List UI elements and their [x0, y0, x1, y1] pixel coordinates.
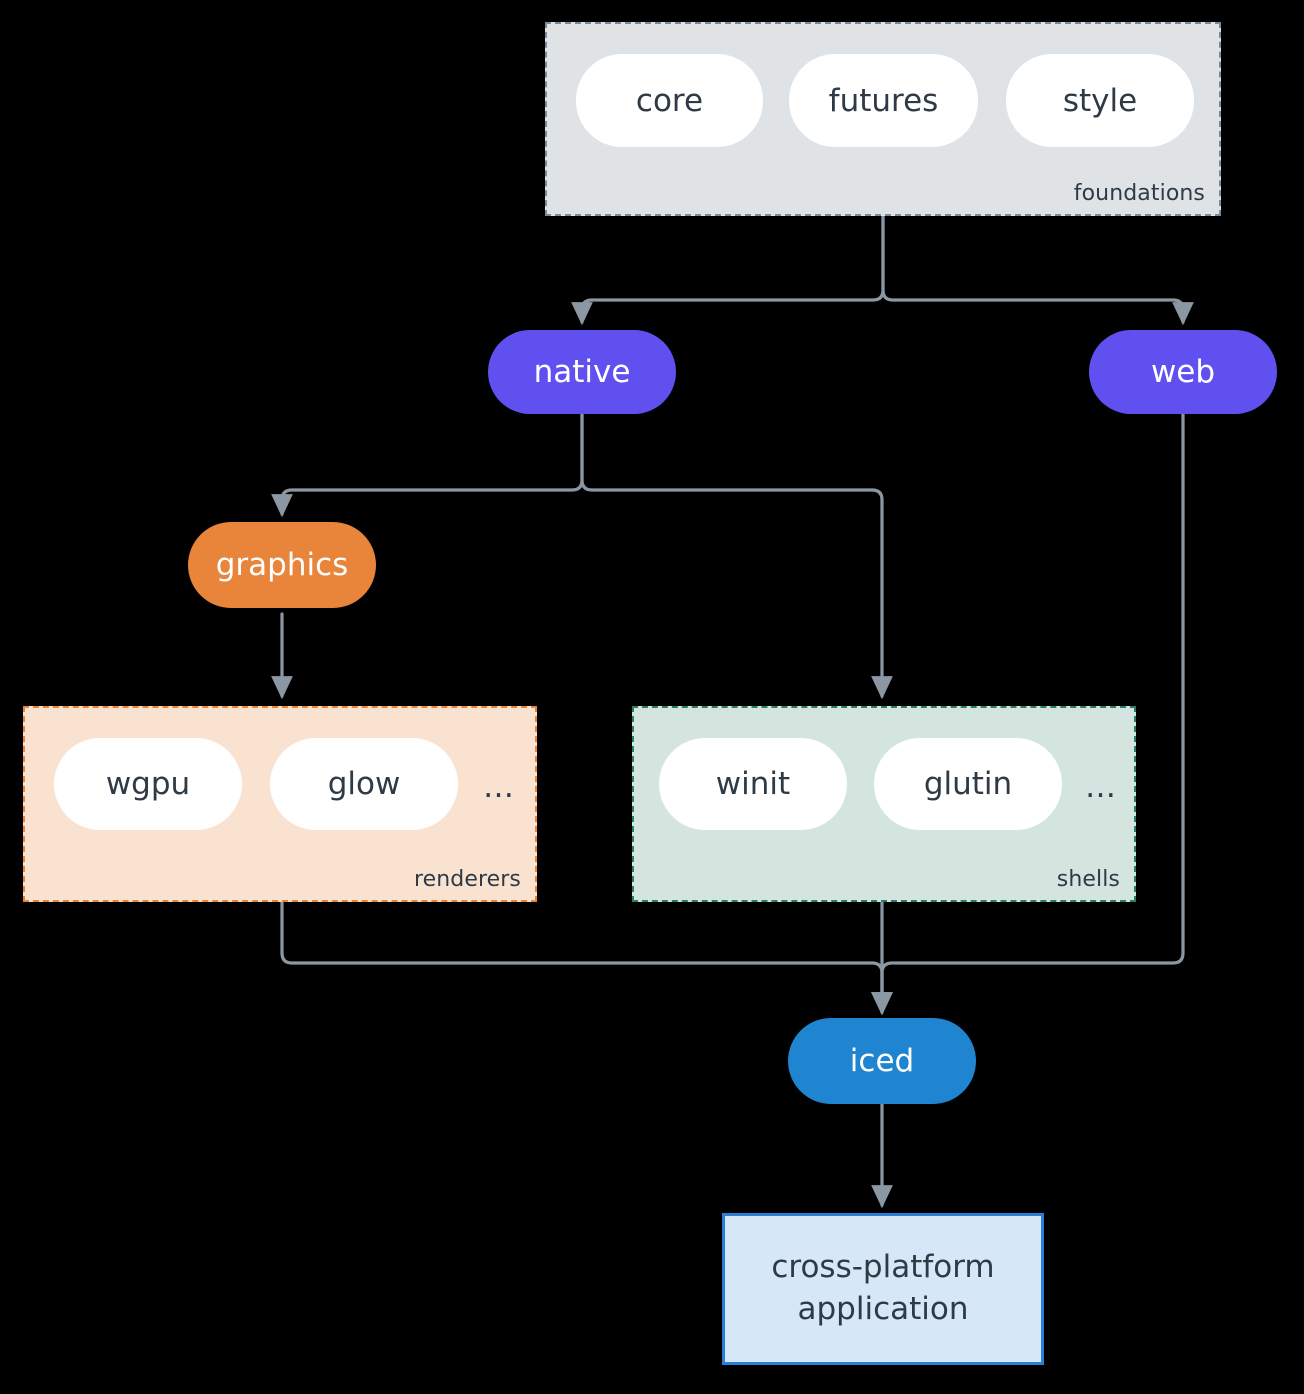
pill-glutin[interactable]: glutin: [874, 738, 1062, 830]
group-foundations: core futures style foundations: [545, 22, 1221, 216]
pill-winit[interactable]: winit: [659, 738, 847, 830]
pill-style[interactable]: style: [1006, 54, 1194, 147]
pill-glow-label: glow: [327, 766, 401, 802]
node-iced-label: iced: [849, 1043, 915, 1079]
pill-core[interactable]: core: [576, 54, 763, 147]
pill-style-label: style: [1062, 82, 1138, 119]
edge-native-to-shells: [580, 412, 893, 700]
pill-glow[interactable]: glow: [270, 738, 458, 830]
group-foundations-label: foundations: [1073, 181, 1205, 206]
pill-wgpu[interactable]: wgpu: [54, 738, 242, 830]
pill-core-label: core: [635, 82, 704, 119]
renderers-more-ellipsis: …: [483, 769, 515, 805]
node-web[interactable]: web: [1089, 330, 1277, 414]
node-native-label: native: [533, 354, 631, 390]
group-shells: winit glutin … shells: [632, 706, 1136, 902]
group-shells-label: shells: [1056, 867, 1120, 892]
edge-renderers-to-iced: [280, 900, 893, 1016]
node-cross-platform-application[interactable]: cross-platform application: [722, 1213, 1044, 1365]
node-graphics[interactable]: graphics: [188, 522, 376, 608]
group-renderers: wgpu glow … renderers: [23, 706, 537, 902]
edge-foundations-to-native: [571, 214, 885, 326]
node-web-label: web: [1150, 354, 1216, 390]
node-iced[interactable]: iced: [788, 1018, 976, 1104]
node-native[interactable]: native: [488, 330, 676, 414]
node-graphics-label: graphics: [215, 547, 349, 583]
application-label-line2: application: [797, 1291, 969, 1327]
pill-futures[interactable]: futures: [789, 54, 978, 147]
application-label-line1: cross-platform: [771, 1249, 995, 1286]
pill-winit-label: winit: [715, 766, 791, 802]
edge-foundations-to-web: [881, 214, 1194, 326]
pill-glutin-label: glutin: [923, 766, 1013, 802]
pill-wgpu-label: wgpu: [105, 766, 191, 802]
edge-native-to-graphics: [271, 412, 584, 518]
pill-futures-label: futures: [828, 82, 939, 119]
group-renderers-label: renderers: [413, 867, 521, 892]
shells-more-ellipsis: …: [1085, 769, 1117, 805]
